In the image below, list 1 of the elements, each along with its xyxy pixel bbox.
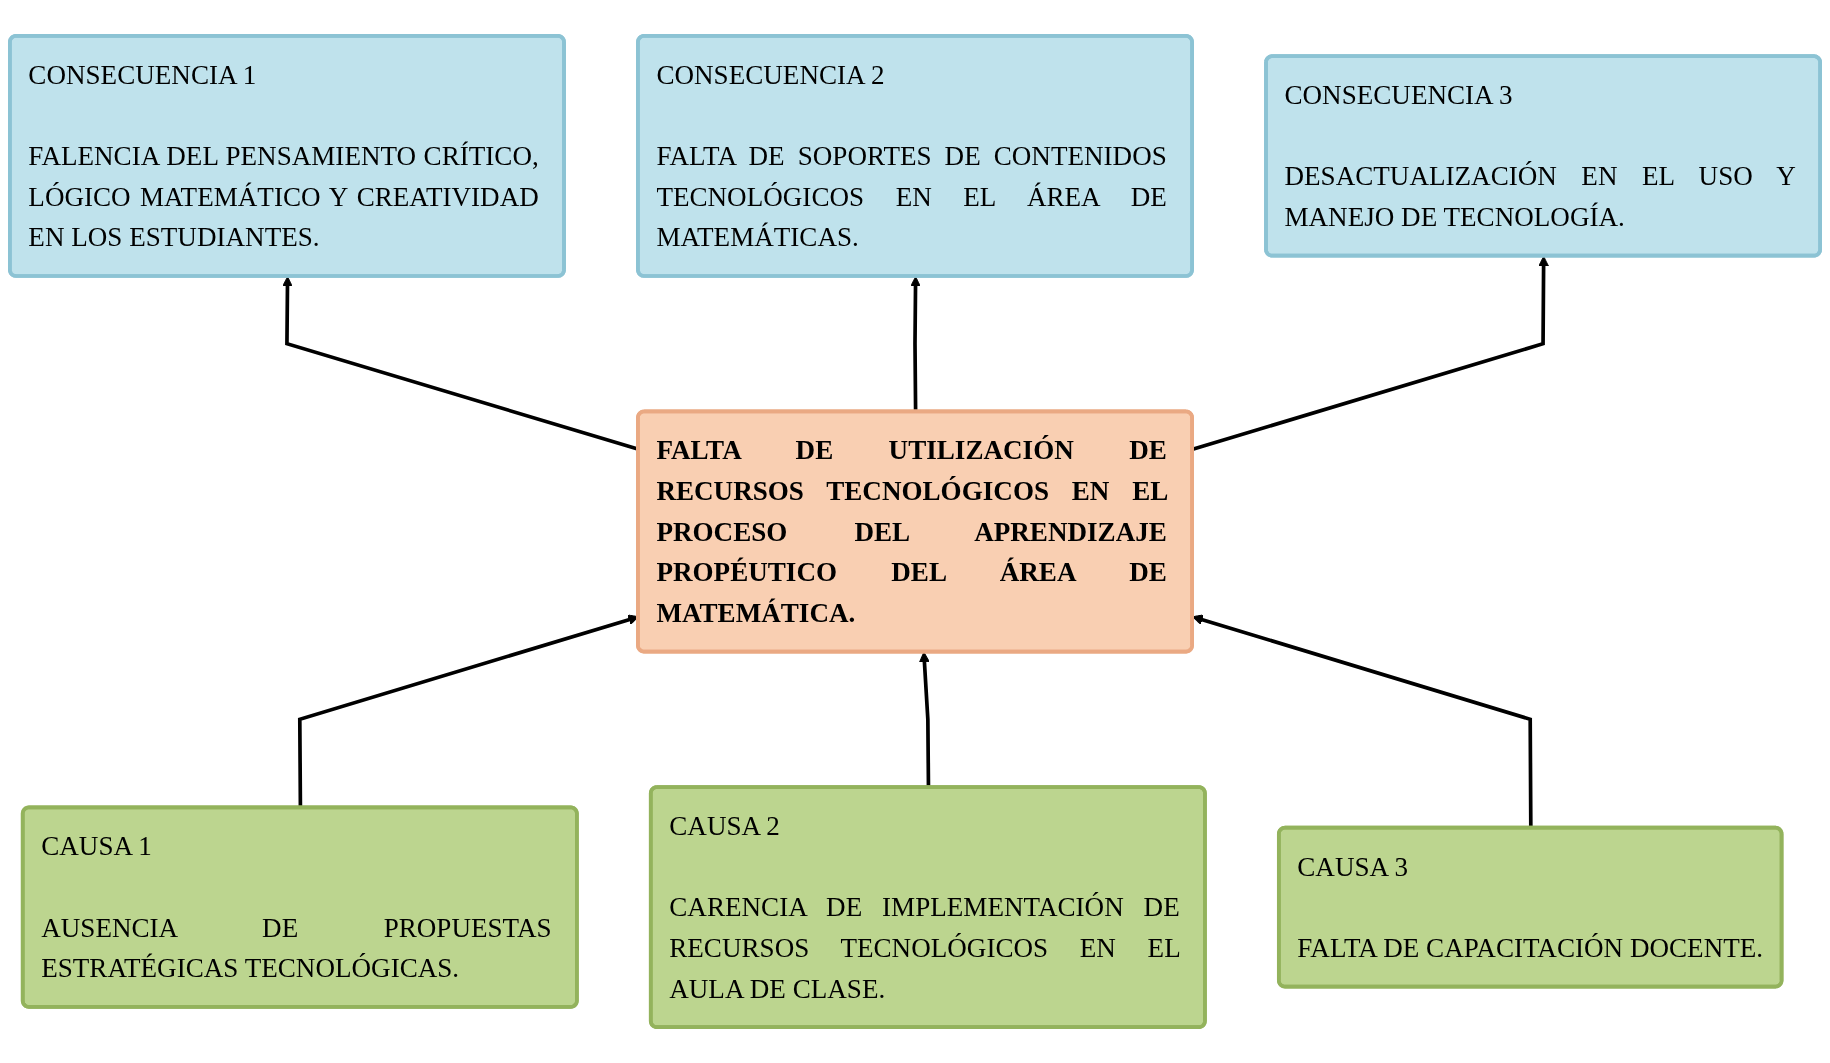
arrow [919, 651, 931, 788]
